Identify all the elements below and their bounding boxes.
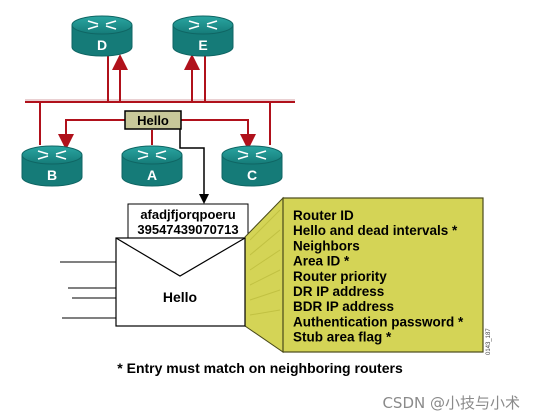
ethernet-bus (25, 99, 295, 103)
envelope-label: Hello (163, 289, 197, 305)
packet-arrow (179, 129, 209, 204)
packet-line-2: 39547439070713 (137, 222, 238, 237)
router-label: A (147, 167, 157, 183)
hello-field-item: BDR IP address (293, 299, 394, 314)
router-label: D (97, 37, 107, 53)
router-b[interactable]: B (21, 145, 83, 187)
hello-field-item: Router priority (293, 269, 387, 284)
hello-field-item: DR IP address (293, 284, 384, 299)
router-label: B (47, 167, 57, 183)
hello-field-item: Neighbors (293, 238, 360, 253)
figure-code: 0143_187 (486, 328, 492, 355)
hello-field-item: Authentication password * (293, 314, 464, 329)
router-arrows-icon (37, 150, 67, 160)
router-label: C (247, 167, 257, 183)
router-label: E (198, 37, 207, 53)
router-arrows-icon (137, 150, 167, 160)
watermark: CSDN @小技与小术 (382, 394, 520, 412)
packet-data-box: afadjfjorqpoeru 39547439070713 (127, 203, 249, 239)
router-arrows-icon (188, 20, 218, 30)
router-c[interactable]: C (221, 145, 283, 187)
motion-lines (60, 261, 116, 319)
hello-field-item: Area ID * (293, 254, 350, 269)
router-arrows-icon (237, 150, 267, 160)
hello-field-item: Stub area flag * (293, 330, 392, 345)
packet-line-1: afadjfjorqpoeru (140, 207, 235, 222)
router-arrows-icon (87, 20, 117, 30)
router-a[interactable]: A (121, 145, 183, 187)
hello-envelope: Hello (115, 237, 246, 327)
callout-connector (244, 196, 284, 353)
hello-field-item: Router ID (293, 208, 354, 223)
hello-tag-label: Hello (137, 113, 169, 128)
bus-drops (39, 54, 271, 150)
router-d[interactable]: D (71, 15, 133, 57)
hello-tag: Hello (124, 110, 182, 130)
hello-field-item: Hello and dead intervals * (293, 223, 458, 238)
router-e[interactable]: E (172, 15, 234, 57)
footnote: * Entry must match on neighboring router… (117, 360, 403, 376)
